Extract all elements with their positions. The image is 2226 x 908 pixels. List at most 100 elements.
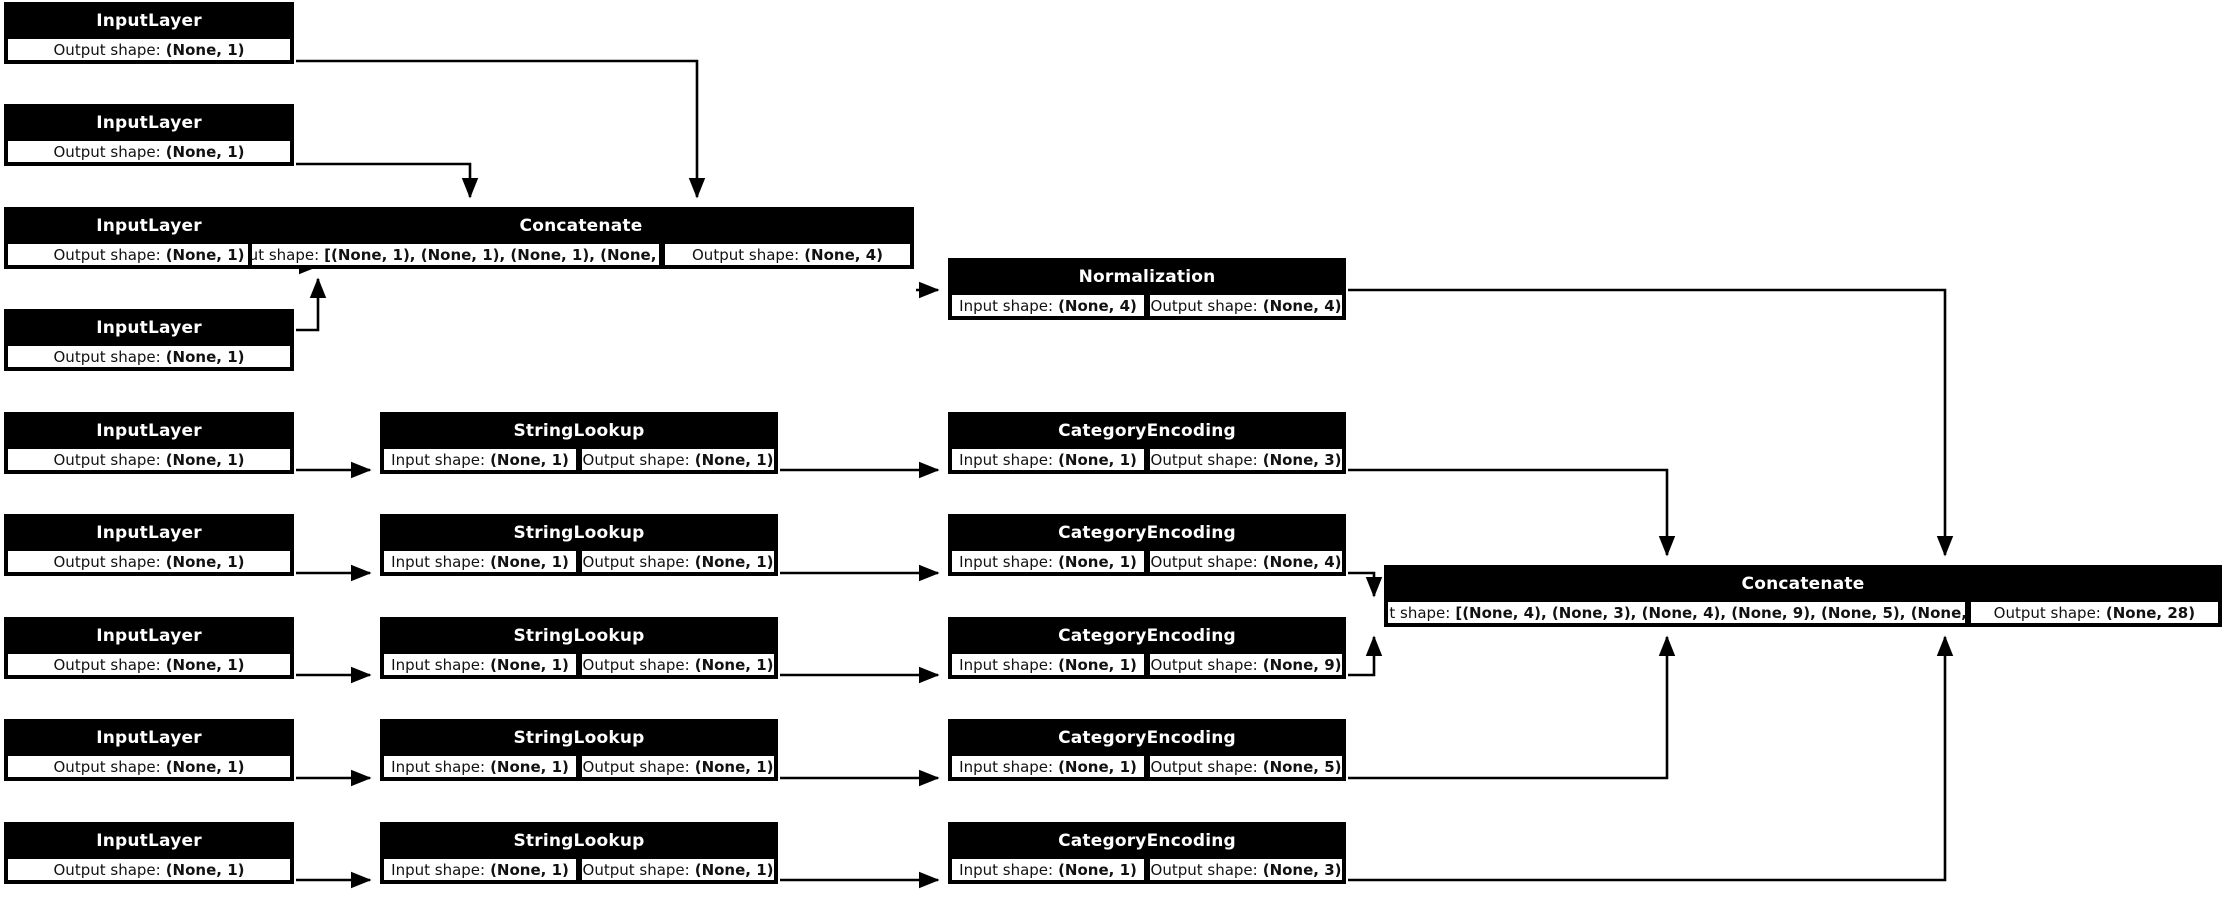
output-shape-cell: Output shape:(None, 1) bbox=[580, 754, 776, 779]
input-shape-value: (None, 1) bbox=[1058, 450, 1137, 469]
node-shape-row: Input shape:(None, 1)Output shape:(None,… bbox=[382, 754, 776, 779]
node-concat_num[interactable]: ConcatenateInput shape:[(None, 1), (None… bbox=[248, 207, 914, 269]
output-shape-value: (None, 28) bbox=[2105, 603, 2196, 622]
node-shape-row: Output shape:(None, 1) bbox=[6, 652, 292, 677]
output-shape-label: Output shape: bbox=[53, 450, 161, 469]
input-shape-cell: Input shape:(None, 4) bbox=[950, 293, 1146, 318]
node-shape-row: Output shape:(None, 1) bbox=[6, 37, 292, 62]
output-shape-value: (None, 3) bbox=[1262, 450, 1342, 469]
input-shape-cell: Input shape:(None, 1) bbox=[382, 447, 578, 472]
output-shape-value: (None, 1) bbox=[165, 245, 245, 264]
output-shape-value: (None, 1) bbox=[165, 860, 245, 879]
output-shape-value: (None, 3) bbox=[1262, 860, 1342, 879]
output-shape-value: (None, 9) bbox=[1262, 655, 1342, 674]
node-shape-row: Input shape:(None, 1)Output shape:(None,… bbox=[950, 754, 1344, 779]
node-title-category-encoding: CategoryEncoding bbox=[950, 721, 1344, 754]
node-title-string-lookup: StringLookup bbox=[382, 414, 776, 447]
node-title-string-lookup: StringLookup bbox=[382, 516, 776, 549]
node-title-input-layer: InputLayer bbox=[6, 721, 292, 754]
output-shape-cell: Output shape:(None, 1) bbox=[6, 242, 292, 267]
output-shape-value: (None, 4) bbox=[804, 245, 883, 264]
node-shape-row: Input shape:[(None, 1), (None, 1), (None… bbox=[250, 242, 912, 267]
output-shape-label: Output shape: bbox=[582, 450, 690, 469]
input-shape-value: (None, 1) bbox=[490, 450, 569, 469]
output-shape-value: (None, 1) bbox=[165, 40, 245, 59]
output-shape-label: Output shape: bbox=[53, 245, 161, 264]
output-shape-value: (None, 1) bbox=[694, 552, 774, 571]
output-shape-label: Output shape: bbox=[53, 757, 161, 776]
output-shape-cell: Output shape:(None, 5) bbox=[1148, 754, 1344, 779]
output-shape-cell: Output shape:(None, 4) bbox=[1148, 293, 1344, 318]
input-shape-value: (None, 1) bbox=[490, 860, 569, 879]
node-title-input-layer: InputLayer bbox=[6, 311, 292, 344]
output-shape-value: (None, 1) bbox=[694, 655, 774, 674]
node-shape-row: Input shape:(None, 1)Output shape:(None,… bbox=[950, 652, 1344, 677]
node-concat_all[interactable]: ConcatenateInput shape:[(None, 4), (None… bbox=[1384, 565, 2222, 627]
input-shape-cell: Input shape:[(None, 1), (None, 1), (None… bbox=[250, 242, 661, 267]
output-shape-cell: Output shape:(None, 1) bbox=[6, 549, 292, 574]
node-shape-row: Input shape:(None, 1)Output shape:(None,… bbox=[382, 652, 776, 677]
input-shape-label: Input shape: bbox=[1388, 603, 1451, 622]
input-shape-label: Input shape: bbox=[250, 245, 320, 264]
output-shape-cell: Output shape:(None, 1) bbox=[6, 344, 292, 369]
output-shape-cell: Output shape:(None, 3) bbox=[1148, 857, 1344, 882]
node-title-string-lookup: StringLookup bbox=[382, 824, 776, 857]
input-shape-value: (None, 4) bbox=[1058, 296, 1137, 315]
input-shape-cell: Input shape:(None, 1) bbox=[950, 857, 1146, 882]
output-shape-cell: Output shape:(None, 1) bbox=[6, 447, 292, 472]
input-shape-value: (None, 1) bbox=[490, 655, 569, 674]
node-title-input-layer: InputLayer bbox=[6, 824, 292, 857]
output-shape-cell: Output shape:(None, 1) bbox=[580, 857, 776, 882]
input-shape-label: Input shape: bbox=[391, 655, 486, 674]
output-shape-value: (None, 5) bbox=[1262, 757, 1342, 776]
node-shape-row: Input shape:(None, 1)Output shape:(None,… bbox=[382, 549, 776, 574]
output-shape-label: Output shape: bbox=[53, 40, 161, 59]
edge-input_num_2-to-concat_num bbox=[296, 162, 479, 199]
output-shape-label: Output shape: bbox=[692, 245, 800, 264]
input-shape-value: [(None, 1), (None, 1), (None, 1), (None,… bbox=[324, 245, 661, 264]
output-shape-cell: Output shape:(None, 1) bbox=[6, 652, 292, 677]
output-shape-cell: Output shape:(None, 1) bbox=[580, 652, 776, 677]
input-shape-label: Input shape: bbox=[959, 757, 1054, 776]
input-shape-value: (None, 1) bbox=[1058, 860, 1137, 879]
input-shape-cell: Input shape:(None, 1) bbox=[950, 652, 1146, 677]
node-title-category-encoding: CategoryEncoding bbox=[950, 824, 1344, 857]
output-shape-cell: Output shape:(None, 28) bbox=[1968, 600, 2220, 625]
output-shape-cell: Output shape:(None, 3) bbox=[1148, 447, 1344, 472]
input-shape-value: (None, 1) bbox=[1058, 655, 1137, 674]
edge-encode_5-to-concat_all bbox=[1348, 635, 1954, 882]
node-shape-row: Input shape:(None, 1)Output shape:(None,… bbox=[950, 447, 1344, 472]
edge-normalization-to-concat_all bbox=[1348, 288, 1954, 557]
input-shape-cell: Input shape:(None, 1) bbox=[950, 447, 1146, 472]
output-shape-value: (None, 1) bbox=[165, 450, 245, 469]
input-shape-label: Input shape: bbox=[391, 757, 486, 776]
input-shape-label: Input shape: bbox=[391, 860, 486, 879]
output-shape-label: Output shape: bbox=[582, 655, 690, 674]
node-shape-row: Input shape:[(None, 4), (None, 3), (None… bbox=[1386, 600, 2220, 625]
node-shape-row: Output shape:(None, 1) bbox=[6, 549, 292, 574]
output-shape-label: Output shape: bbox=[582, 757, 690, 776]
node-title-input-layer: InputLayer bbox=[6, 4, 292, 37]
output-shape-value: (None, 1) bbox=[165, 757, 245, 776]
output-shape-label: Output shape: bbox=[53, 860, 161, 879]
